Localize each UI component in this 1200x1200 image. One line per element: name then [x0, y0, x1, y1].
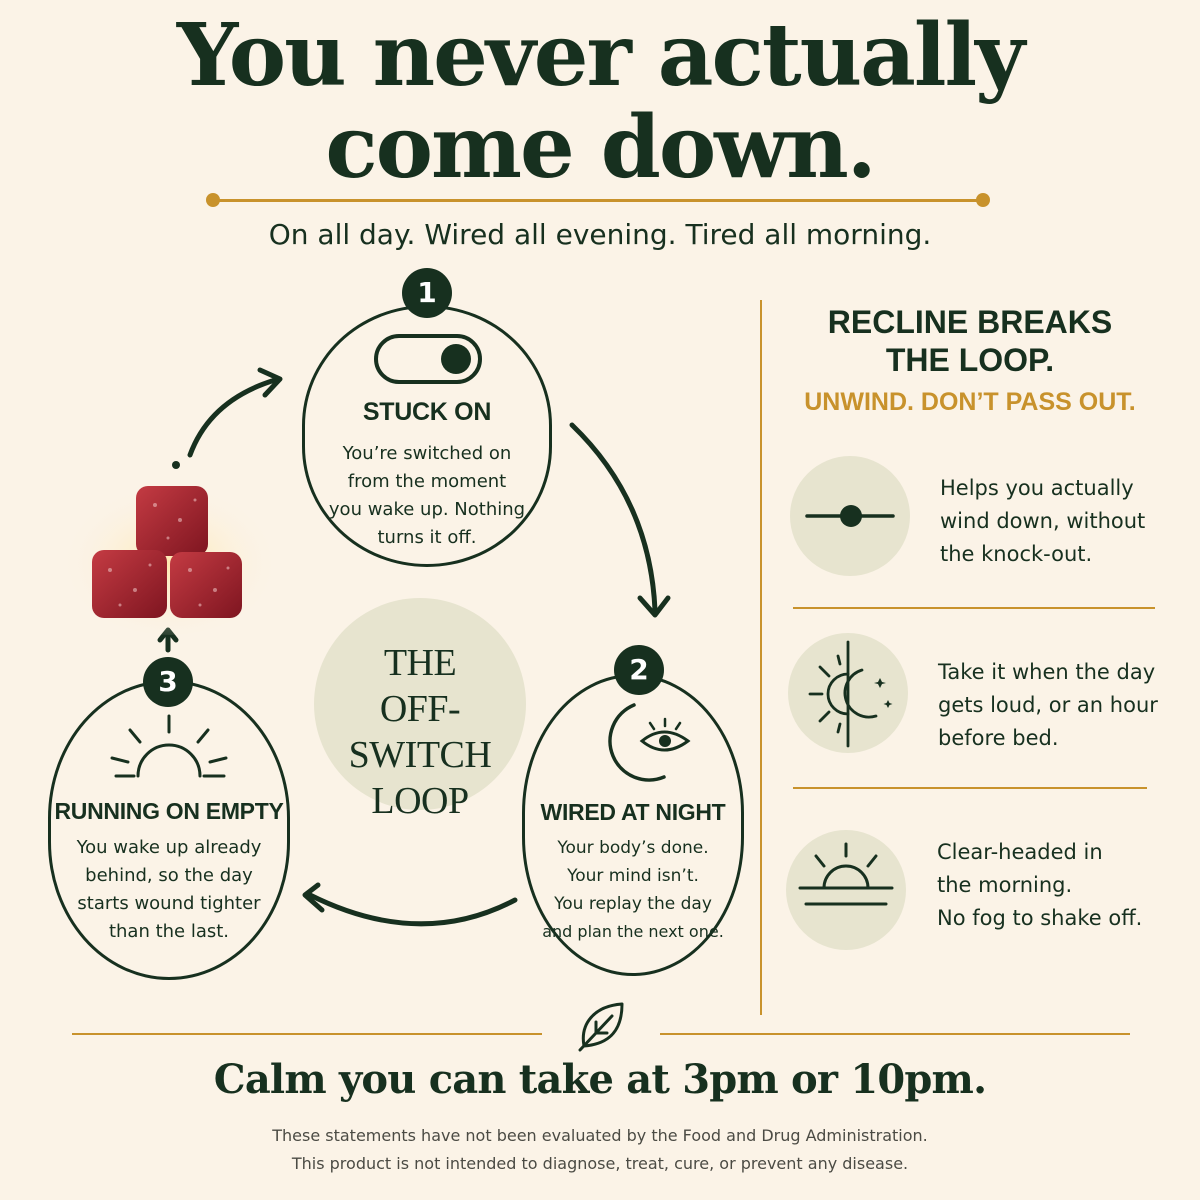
step-number-2: 2: [614, 645, 664, 695]
horizon-sun-icon: [798, 842, 894, 906]
step-1-title: STUCK ON: [362, 398, 492, 426]
subtitle: On all day. Wired all evening. Tired all…: [268, 218, 932, 251]
benefit-divider-1: [793, 607, 1155, 609]
loop-center-circle: [314, 598, 526, 810]
loop-center-label: THE OFF-SWITCH LOOP: [348, 642, 492, 822]
gummy-cubes-image: [60, 475, 280, 635]
headline-rule: [212, 199, 984, 202]
arrow-to-step-3: [307, 892, 518, 927]
step-card-stuck-on: [302, 305, 552, 567]
disclaimer-line-2: This product is not intended to diagnose…: [291, 1154, 909, 1173]
step-number-3: 3: [143, 657, 193, 707]
rule-dot-right: [976, 193, 990, 207]
headline: You never actually come down.: [0, 10, 1200, 194]
step-3-title: RUNNING ON EMPTY: [54, 798, 284, 824]
disclaimer-line-1: These statements have not been evaluated…: [272, 1126, 928, 1145]
benefit-3-text: Clear-headed in the morning. No fog to s…: [937, 840, 1143, 930]
rule-dot-left: [206, 193, 220, 207]
footer-rule-left: [72, 1033, 542, 1035]
slider-dot-icon: [805, 505, 895, 527]
step-number-1: 1: [402, 268, 452, 318]
tagline: Calm you can take at 3pm or 10pm.: [213, 1056, 987, 1103]
leaf-icon: [578, 1002, 624, 1052]
right-panel-heading: RECLINE BREAKS THE LOOP.: [827, 304, 1113, 378]
arrow-to-step-1: [187, 377, 278, 458]
step-2-title: WIRED AT NIGHT: [540, 799, 726, 825]
footer-rule-right: [660, 1033, 1130, 1035]
sunrise-icon: [110, 714, 228, 778]
sun-moon-icon: [808, 640, 893, 748]
headline-line-2: come down.: [325, 97, 876, 198]
arrow-to-step-2: [569, 422, 658, 613]
step-card-wired-at-night: [522, 674, 744, 976]
toggle-switch-icon: [374, 334, 482, 384]
headline-line-1: You never actually: [176, 5, 1025, 106]
benefit-1-text: Helps you actually wind down, without th…: [940, 476, 1146, 566]
moon-eye-icon: [608, 703, 691, 782]
right-panel-subheading: UNWIND. DON’T PASS OUT.: [804, 388, 1136, 416]
loop-arrows: [157, 367, 671, 927]
benefit-divider-2: [793, 787, 1147, 789]
step-1-body: You’re switched on from the moment you w…: [328, 443, 526, 548]
step-2-body: Your body’s done. Your mind isn’t. You r…: [542, 838, 724, 941]
step-3-body: You wake up already behind, so the day s…: [76, 837, 262, 942]
benefit-2-text: Take it when the day gets loud, or an ho…: [938, 660, 1158, 750]
vertical-divider: [760, 300, 762, 1015]
